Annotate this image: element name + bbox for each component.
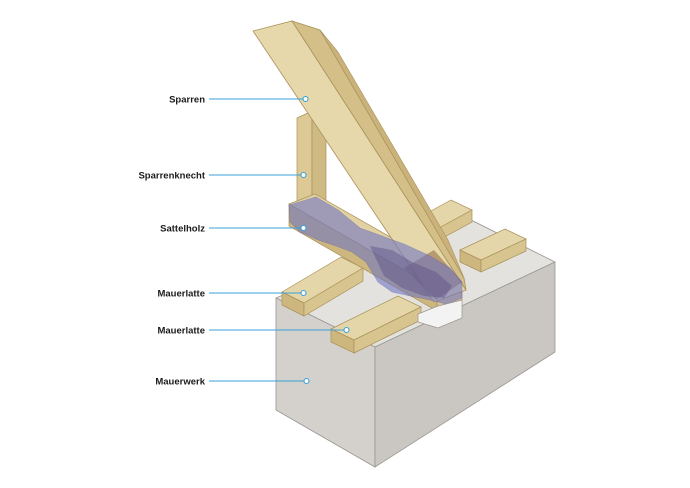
label-mauerlatte-1: Mauerlatte (157, 289, 205, 300)
marker-mauerlatte-1 (300, 289, 307, 297)
label-sparren: Sparren (169, 95, 205, 106)
annotations: Sparren Sparrenknecht Sattelholz Mauerla… (138, 95, 350, 388)
marker-mauerlatte-2 (343, 326, 350, 334)
marker-mauerwerk (303, 377, 310, 385)
label-mauerlatte-2: Mauerlatte (157, 326, 205, 337)
masonry-side-face (374, 261, 556, 468)
marker-sparrenknecht (300, 171, 307, 179)
rear-wall-plate-right (459, 228, 527, 273)
support-block (417, 299, 463, 329)
label-sparrenknecht: Sparrenknecht (138, 171, 205, 182)
rafter (252, 20, 467, 303)
wall-plate-2 (330, 295, 422, 354)
damage-area (288, 196, 463, 329)
marker-sattelholz (300, 224, 307, 232)
marker-sparren (302, 95, 309, 103)
label-mauerwerk: Mauerwerk (155, 377, 205, 388)
label-sattelholz: Sattelholz (160, 224, 205, 235)
